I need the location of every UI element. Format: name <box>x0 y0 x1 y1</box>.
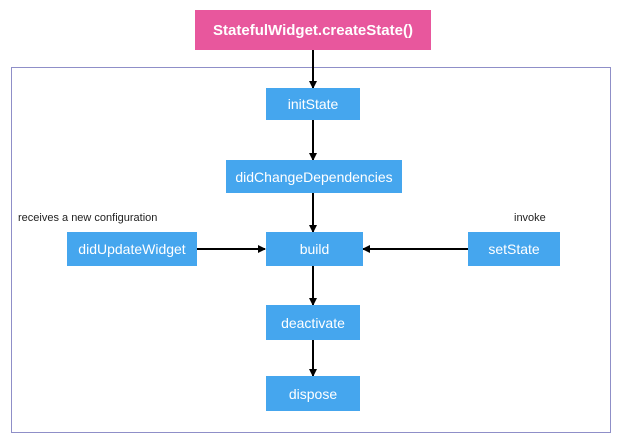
lifecycle-frame <box>11 67 611 433</box>
node-deactivate: deactivate <box>266 305 360 340</box>
node-build: build <box>266 232 363 266</box>
node-dispose: dispose <box>266 376 360 411</box>
node-create-state: StatefulWidget.createState() <box>195 10 431 50</box>
note-invoke: invoke <box>514 212 546 224</box>
node-did-update-widget: didUpdateWidget <box>67 232 197 266</box>
node-did-change-dependencies: didChangeDependencies <box>226 160 402 193</box>
note-receives-config: receives a new configuration <box>18 212 158 224</box>
node-init-state: initState <box>266 88 360 120</box>
node-set-state: setState <box>468 232 560 266</box>
